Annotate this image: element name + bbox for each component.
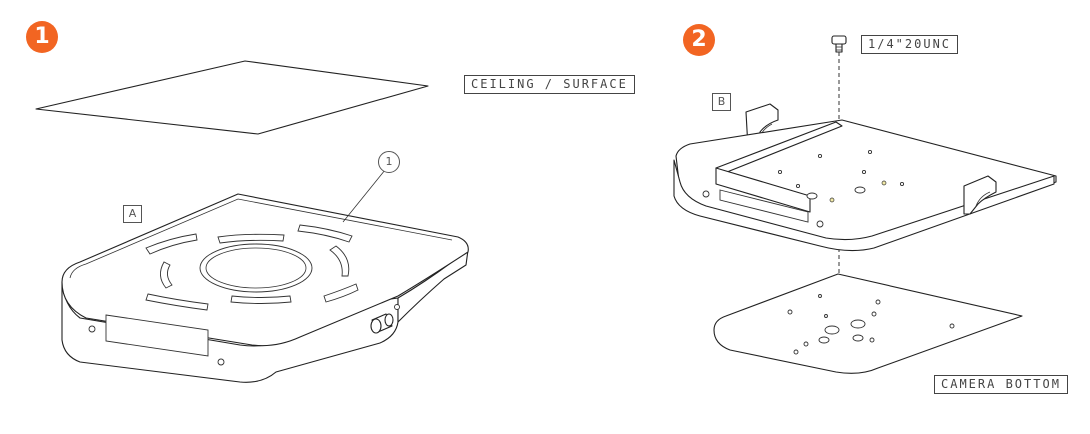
callout-1: 1 xyxy=(378,151,400,173)
screw-1-4-20unc xyxy=(831,35,847,53)
part-a-label: A xyxy=(123,205,142,223)
ceiling-surface-label: CEILING / SURFACE xyxy=(464,75,635,94)
center-ring xyxy=(199,243,313,293)
screw-spec-label: 1/4"20UNC xyxy=(861,35,959,54)
thumb-screw-knob xyxy=(370,313,394,334)
ceiling-surface-plane xyxy=(35,60,429,135)
part-b-label: B xyxy=(712,93,731,111)
step-2-badge: 2 xyxy=(683,24,715,56)
mount-a xyxy=(61,169,469,383)
camera-bottom-label: CAMERA BOTTOM xyxy=(934,375,1068,394)
camera-bottom-plate xyxy=(713,273,1023,374)
step-1-badge: 1 xyxy=(26,21,58,53)
bracket-b xyxy=(673,103,1057,252)
